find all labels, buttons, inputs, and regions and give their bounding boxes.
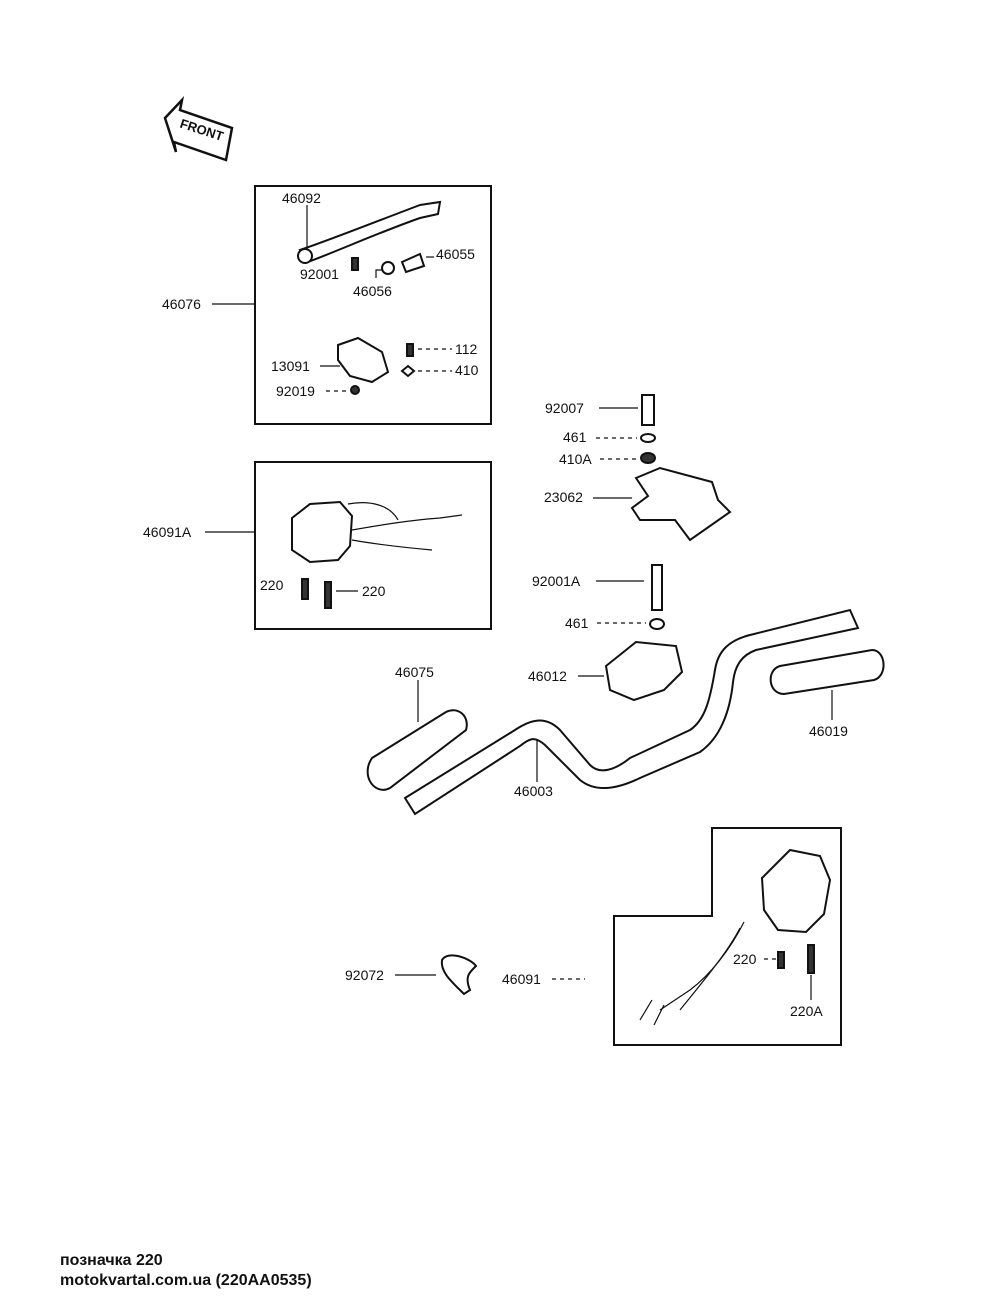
screw-92001 (351, 257, 359, 271)
label-46055: 46055 (436, 246, 475, 262)
label-46075: 46075 (395, 664, 434, 680)
washer-410 (400, 364, 416, 378)
grip-46075 (366, 709, 468, 791)
washer-410A (640, 452, 656, 464)
lever-pivot (297, 248, 313, 264)
nut-92019 (350, 385, 360, 395)
bolt-92001A (651, 564, 663, 611)
label-92007: 92007 (545, 400, 584, 416)
switch-46091A (291, 500, 354, 564)
bracket-23062 (630, 466, 732, 542)
label-461b: 461 (565, 615, 589, 631)
label-46076: 46076 (162, 296, 201, 312)
lever-part (298, 200, 442, 264)
screw-220A (807, 944, 815, 974)
screw-220b (324, 581, 332, 609)
label-92001A: 92001A (532, 573, 581, 589)
label-23062: 23062 (544, 489, 583, 505)
footer-line2: motokvartal.com.ua (220AA0535) (60, 1272, 312, 1289)
label-220A: 220A (790, 1003, 823, 1019)
footer-line1: позначка 220 (60, 1252, 163, 1269)
label-46056: 46056 (353, 283, 392, 299)
right-switch-box (613, 827, 842, 1046)
label-13091: 13091 (271, 358, 310, 374)
label-46019: 46019 (809, 723, 848, 739)
screw-220a (301, 578, 309, 600)
holder-13091 (337, 336, 390, 384)
label-112: 112 (455, 341, 478, 357)
washer-461a (640, 433, 656, 443)
label-220c: 220 (733, 951, 757, 967)
label-410A: 410A (559, 451, 592, 467)
screw-220c (777, 951, 785, 969)
bolt-92007 (641, 394, 655, 426)
bolt-112 (406, 343, 414, 357)
clamp-46012 (604, 640, 684, 702)
adjuster-46055 (400, 252, 426, 274)
label-461a: 461 (563, 429, 587, 445)
label-46092: 46092 (282, 190, 321, 206)
handlebar-46003 (403, 608, 860, 816)
label-46091: 46091 (502, 971, 541, 987)
label-92072: 92072 (345, 967, 384, 983)
washer-461b (649, 618, 665, 630)
grip-46019 (769, 648, 885, 696)
switch-wire (351, 514, 463, 531)
label-46012: 46012 (528, 668, 567, 684)
washer-46056 (381, 261, 395, 275)
label-92019: 92019 (276, 383, 315, 399)
switch-46091 (760, 848, 832, 934)
label-46003: 46003 (514, 783, 553, 799)
label-220b: 220 (362, 583, 386, 599)
label-410: 410 (455, 362, 479, 378)
clamp-92072 (440, 954, 478, 996)
label-220a: 220 (260, 577, 284, 593)
lever-assembly-box (254, 185, 492, 425)
label-92001: 92001 (300, 266, 339, 282)
front-arrow-icon: FRONT (163, 95, 234, 162)
label-46091A: 46091A (143, 524, 192, 540)
left-switch-box (254, 461, 492, 630)
